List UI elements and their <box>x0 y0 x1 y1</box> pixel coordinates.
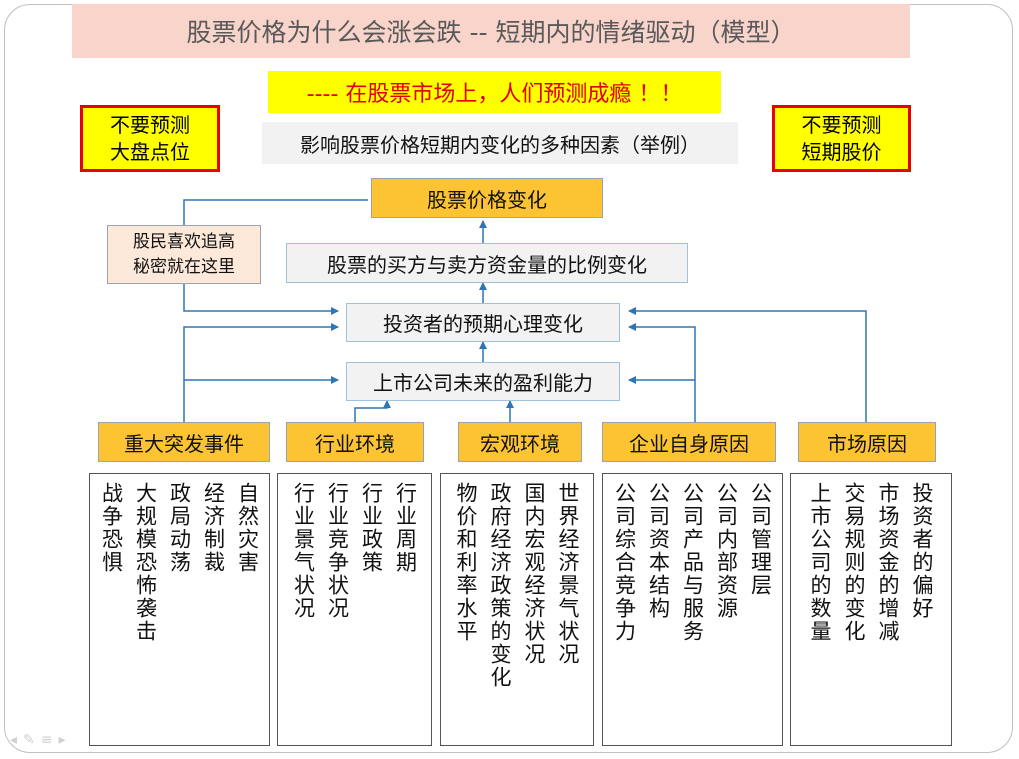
category-major-events: 重大突发事件 <box>98 422 270 462</box>
addiction-banner: ---- 在股票市场上，人们预测成瘾 ！！ <box>268 71 721 113</box>
list-item: 交易规则的变化 <box>842 482 866 643</box>
list-industry: 行业景气状况 行业竞争状况 行业政策 行业周期 <box>277 473 432 746</box>
arrow-enterprise-to-psych <box>628 323 696 380</box>
arrow-loop-to-psych <box>183 284 339 315</box>
note-line-2: 秘密就在这里 <box>133 256 235 277</box>
list-item: 国内宏观经济状况 <box>522 482 546 666</box>
pen-icon[interactable]: ✎ <box>23 732 41 748</box>
warning-right-line-2: 短期股价 <box>801 139 882 164</box>
category-enterprise: 企业自身原因 <box>602 422 776 462</box>
list-item: 行业政策 <box>359 482 384 574</box>
list-item: 行业景气状况 <box>291 482 316 620</box>
arrow-industry-to-profit <box>354 400 391 422</box>
list-major-events: 战争恐惧 大规模恐怖袭击 政局动荡 经济制裁 自然灾害 <box>89 473 270 746</box>
list-item: 市场资金的增减 <box>876 482 900 643</box>
list-item: 政府经济政策的变化 <box>488 482 512 689</box>
list-item: 政局动荡 <box>167 482 192 574</box>
warning-right-line-1: 不要预测 <box>801 112 882 137</box>
arrow-major-events-to-psych <box>183 323 339 424</box>
list-item: 上市公司的数量 <box>808 482 832 643</box>
list-item: 战争恐惧 <box>99 482 124 574</box>
list-item: 公司产品与服务 <box>680 482 705 643</box>
arrow-note-to-price <box>183 199 368 225</box>
category-macro: 宏观环境 <box>458 422 582 462</box>
list-item: 行业竞争状况 <box>325 482 350 620</box>
category-market: 市场原因 <box>798 422 936 462</box>
menu-icon[interactable]: ≡ <box>40 732 59 748</box>
list-item: 行业周期 <box>393 482 418 574</box>
list-item: 物价和利率水平 <box>454 482 478 643</box>
warning-box-left: 不要预测 大盘点位 <box>80 105 220 172</box>
list-item: 公司管理层 <box>748 482 773 597</box>
list-item: 世界经济景气状况 <box>556 482 580 666</box>
list-item: 公司综合竞争力 <box>612 482 637 643</box>
psychology-box: 投资者的预期心理变化 <box>346 303 620 342</box>
warning-left-line-2: 大盘点位 <box>110 139 190 164</box>
list-item: 公司资本结构 <box>646 482 671 620</box>
warning-left-line-1: 不要预测 <box>110 112 190 137</box>
next-slide-icon[interactable]: ▸ <box>58 732 72 748</box>
list-item: 大规模恐怖袭击 <box>133 482 158 643</box>
profitability-box: 上市公司未来的盈利能力 <box>346 362 620 401</box>
fund-ratio-box: 股票的买方与卖方资金量的比例变化 <box>286 243 688 283</box>
list-item: 经济制裁 <box>201 482 226 574</box>
list-item: 自然灾害 <box>235 482 260 574</box>
list-item: 投资者的偏好 <box>910 482 934 620</box>
prev-slide-icon[interactable]: ◂ <box>10 732 24 748</box>
list-macro: 物价和利率水平 政府经济政策的变化 国内宏观经济状况 世界经济景气状况 <box>440 473 594 746</box>
slide-controls[interactable]: ◂✎≡▸ <box>10 732 72 748</box>
arrow-market-to-psych <box>628 307 867 422</box>
factors-subtitle: 影响股票价格短期内变化的多种因素（举例） <box>262 122 738 164</box>
list-item: 公司内部资源 <box>714 482 739 620</box>
list-enterprise: 公司综合竞争力 公司资本结构 公司产品与服务 公司内部资源 公司管理层 <box>602 473 783 746</box>
warning-box-right: 不要预测 短期股价 <box>772 105 911 172</box>
category-industry: 行业环境 <box>286 422 424 462</box>
arrow-enterprise-to-profit <box>628 376 696 422</box>
price-change-box: 股票价格变化 <box>371 178 603 218</box>
list-market: 上市公司的数量 交易规则的变化 市场资金的增减 投资者的偏好 <box>790 473 952 746</box>
chase-high-note: 股民喜欢追高 秘密就在这里 <box>107 225 261 284</box>
note-line-1: 股民喜欢追高 <box>133 231 235 252</box>
page-title: 股票价格为什么会涨会跌 -- 短期内的情绪驱动（模型） <box>72 4 910 58</box>
